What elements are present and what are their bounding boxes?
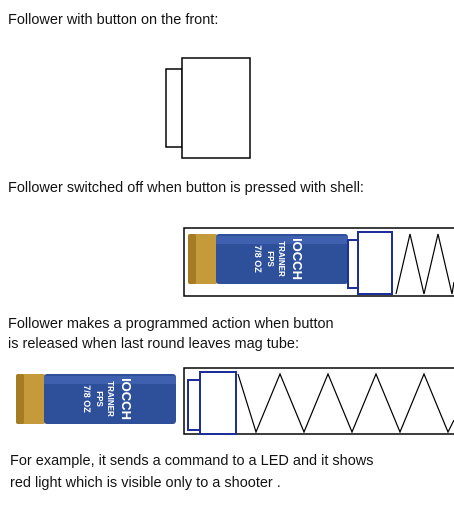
shell-fps-text-2: FPS <box>95 391 104 407</box>
spring-compressed <box>395 233 454 295</box>
shell-brand-text-2: IOCCH <box>119 378 134 420</box>
shell-trainer-text-2: TRAINER <box>106 381 115 417</box>
follower-button-pressed <box>347 239 359 289</box>
follower-front-diagram <box>165 57 251 159</box>
follower-body-pressed <box>357 231 393 295</box>
follower-button-released <box>187 379 201 431</box>
caption-follower-released: Follower makes a programmed action when … <box>8 314 334 354</box>
follower-body-released <box>199 371 237 435</box>
shell-weight-text-2: 7/8 OZ <box>82 385 92 413</box>
caption-example: For example, it sends a command to a LED… <box>10 450 373 494</box>
caption-example-line2: red light which is visible only to a sho… <box>10 475 281 491</box>
shell-weight-text: 7/8 OZ <box>253 245 263 273</box>
shell-fps-text: FPS <box>266 251 275 267</box>
shell-brand-text: IOCCH <box>290 238 305 280</box>
caption-example-line1: For example, it sends a command to a LED… <box>10 453 374 469</box>
caption-follower-pressed: Follower switched off when button is pre… <box>8 180 364 196</box>
caption-follower-front: Follower with button on the front: <box>8 12 219 28</box>
follower-pressed-diagram: IOCCH TRAINER FPS 7/8 OZ <box>183 227 454 297</box>
mag-tube-outline-2 <box>183 367 454 435</box>
follower-released-diagram: IOCCH TRAINER FPS 7/8 OZ <box>16 367 454 435</box>
shell-trainer-text: TRAINER <box>277 241 286 277</box>
shotgun-shell: IOCCH TRAINER FPS 7/8 OZ <box>188 234 348 284</box>
spring-extended <box>237 372 454 434</box>
caption-released-line1: Follower makes a programmed action when … <box>8 316 334 332</box>
follower-button <box>165 68 183 148</box>
follower-body <box>181 57 251 159</box>
shotgun-shell-leaving: IOCCH TRAINER FPS 7/8 OZ <box>16 374 176 424</box>
mag-tube-outline <box>183 227 454 297</box>
caption-released-line2: is released when last round leaves mag t… <box>8 336 299 352</box>
